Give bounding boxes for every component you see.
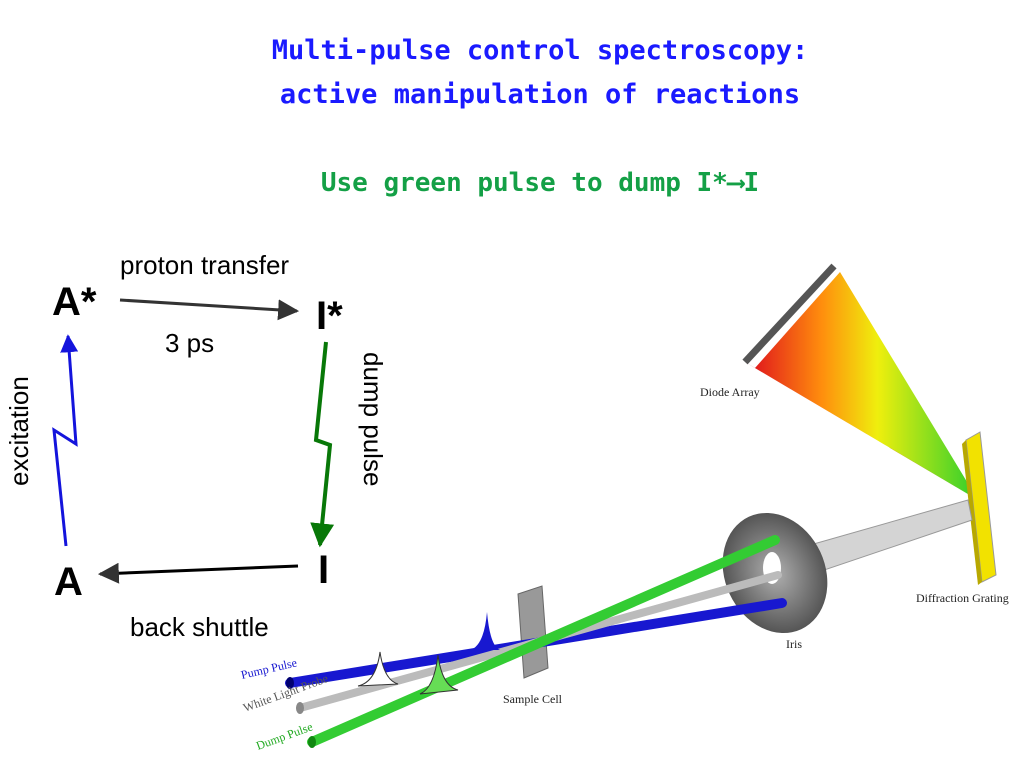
- proton-transfer-label: proton transfer: [120, 250, 290, 280]
- back-shuttle-label: back shuttle: [130, 612, 269, 642]
- dump-pulse-setup-label: Dump Pulse: [254, 719, 314, 752]
- title-line-2: active manipulation of reactions: [279, 79, 801, 110]
- title-line-1: Multi-pulse control spectroscopy:: [271, 35, 809, 66]
- dump-pulse-label: dump pulse: [358, 352, 388, 487]
- sample-cell-plate: [517, 585, 549, 679]
- time-label: 3 ps: [165, 328, 215, 358]
- pump-beam-end: [286, 677, 294, 689]
- dump-beam-end: [308, 736, 316, 748]
- a-star-label: A*: [52, 280, 97, 324]
- grating-side: [962, 440, 982, 585]
- probe-pulse-shape: [357, 651, 399, 687]
- pump-pulse-shape: [470, 612, 500, 650]
- i-star-label: I*: [316, 294, 343, 338]
- back-shuttle-arrow: [97, 562, 299, 584]
- diffraction-grating-block: [965, 431, 997, 583]
- i-label: I: [318, 548, 330, 592]
- spectral-fan: [755, 272, 978, 500]
- diode-array-bar: [742, 263, 837, 365]
- excitation-label: excitation: [4, 376, 34, 486]
- diode-array-label: Diode Array: [700, 385, 760, 399]
- iris-label: Iris: [786, 637, 802, 651]
- excitation-arrow: [52, 334, 79, 547]
- subtitle: Use green pulse to dump I*⟶I: [320, 168, 760, 198]
- probe-beam-end: [296, 702, 304, 714]
- diffraction-grating-label: Diffraction Grating: [916, 591, 1009, 605]
- proton-transfer-arrow: [119, 298, 300, 321]
- dump-beam: [307, 535, 780, 747]
- dump-pulse-shape: [419, 654, 459, 695]
- a-label: A: [54, 560, 83, 604]
- sample-cell-label: Sample Cell: [503, 692, 563, 706]
- dump-pulse-arrow: [310, 341, 335, 548]
- fan-edge: [745, 362, 978, 500]
